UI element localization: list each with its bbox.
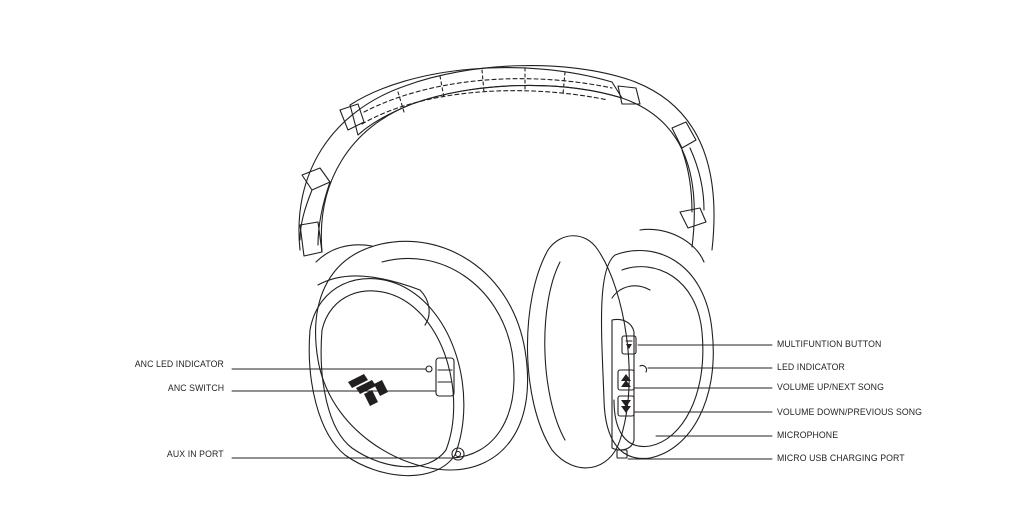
- multifunction-button-label: MULTIFUNTION BUTTON: [777, 339, 882, 350]
- microphone-label: MICROPHONE: [777, 430, 839, 441]
- micro-usb-charging-port-label: MICRO USB CHARGING PORT: [777, 453, 905, 464]
- right-earcup: [526, 228, 714, 469]
- volume-up-label: VOLUME UP/NEXT SONG: [777, 382, 884, 393]
- anc-led-indicator-label: ANC LED INDICATOR: [134, 359, 224, 370]
- brand-logo-icon: [348, 374, 388, 406]
- anc-switch-label: ANC SWITCH: [167, 383, 224, 394]
- left-earcup: [308, 240, 529, 477]
- led-indicator-label: LED INDICATOR: [777, 362, 845, 373]
- play-pause-icon: [621, 335, 637, 355]
- volume-down-label: VOLUME DOWN/PREVIOUS SONG: [777, 407, 923, 418]
- volume-up-icon: [617, 369, 635, 391]
- volume-down-icon: [617, 395, 635, 417]
- headband: [298, 65, 715, 257]
- leader-lines: [231, 344, 773, 460]
- aux-in-port-label: AUX IN PORT: [167, 449, 224, 460]
